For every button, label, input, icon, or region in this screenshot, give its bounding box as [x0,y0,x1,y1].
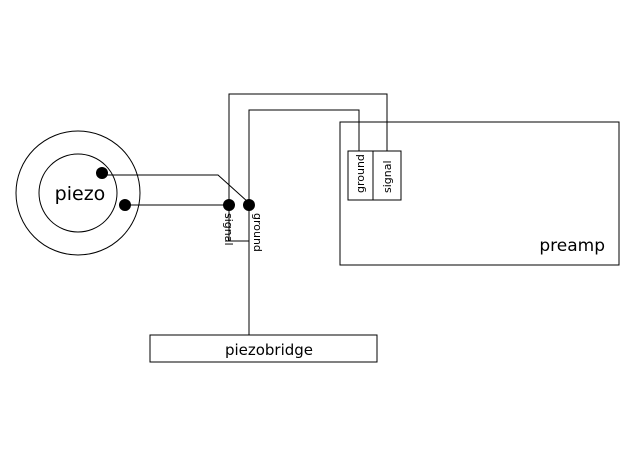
junction-ground-label: ground [251,213,264,252]
piezo-outer-ring [15,130,141,256]
wire-piezo-top-to-ground [102,174,249,203]
preamp-signal-terminal [372,150,402,201]
piezo-label: piezo [55,183,106,205]
junction-signal-label: signal [222,213,235,246]
wire-signal-loop [228,205,249,242]
piezobridge-label: piezobridge [225,341,313,359]
piezo-inner-ring [38,153,118,233]
piezobridge-box [149,334,378,363]
wire-ground-to-preamp [248,109,360,205]
preamp-signal-label: signal [381,160,394,193]
preamp-box [339,121,620,266]
preamp-label: preamp [539,236,605,256]
preamp-ground-label: ground [354,154,367,193]
piezo-contact-top [96,167,108,179]
